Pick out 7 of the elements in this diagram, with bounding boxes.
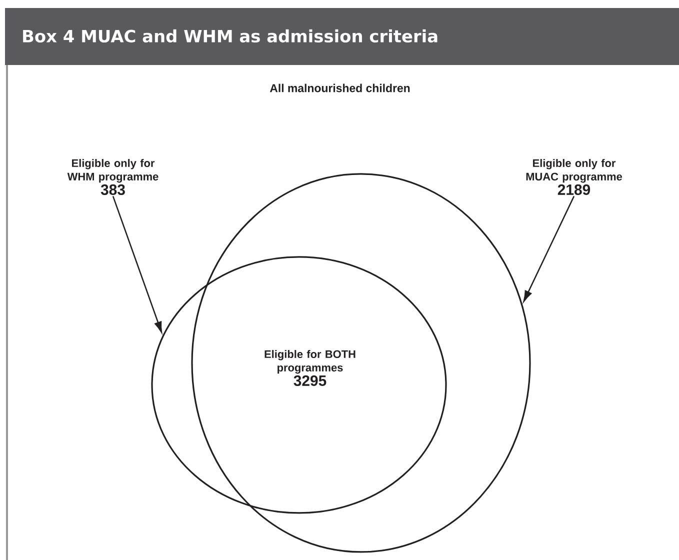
- title-band: Box 4 MUAC and WHM as admission criteria: [5, 8, 679, 65]
- heading-label: All malnourished children: [270, 84, 410, 92]
- arrow: [523, 196, 575, 302]
- set-ellipse: [151, 256, 447, 514]
- group-label: Eligible only for WHM programme 383: [67, 158, 158, 195]
- group-label: Eligible only for MUAC programme 2189: [526, 159, 622, 195]
- arrow: [112, 196, 162, 333]
